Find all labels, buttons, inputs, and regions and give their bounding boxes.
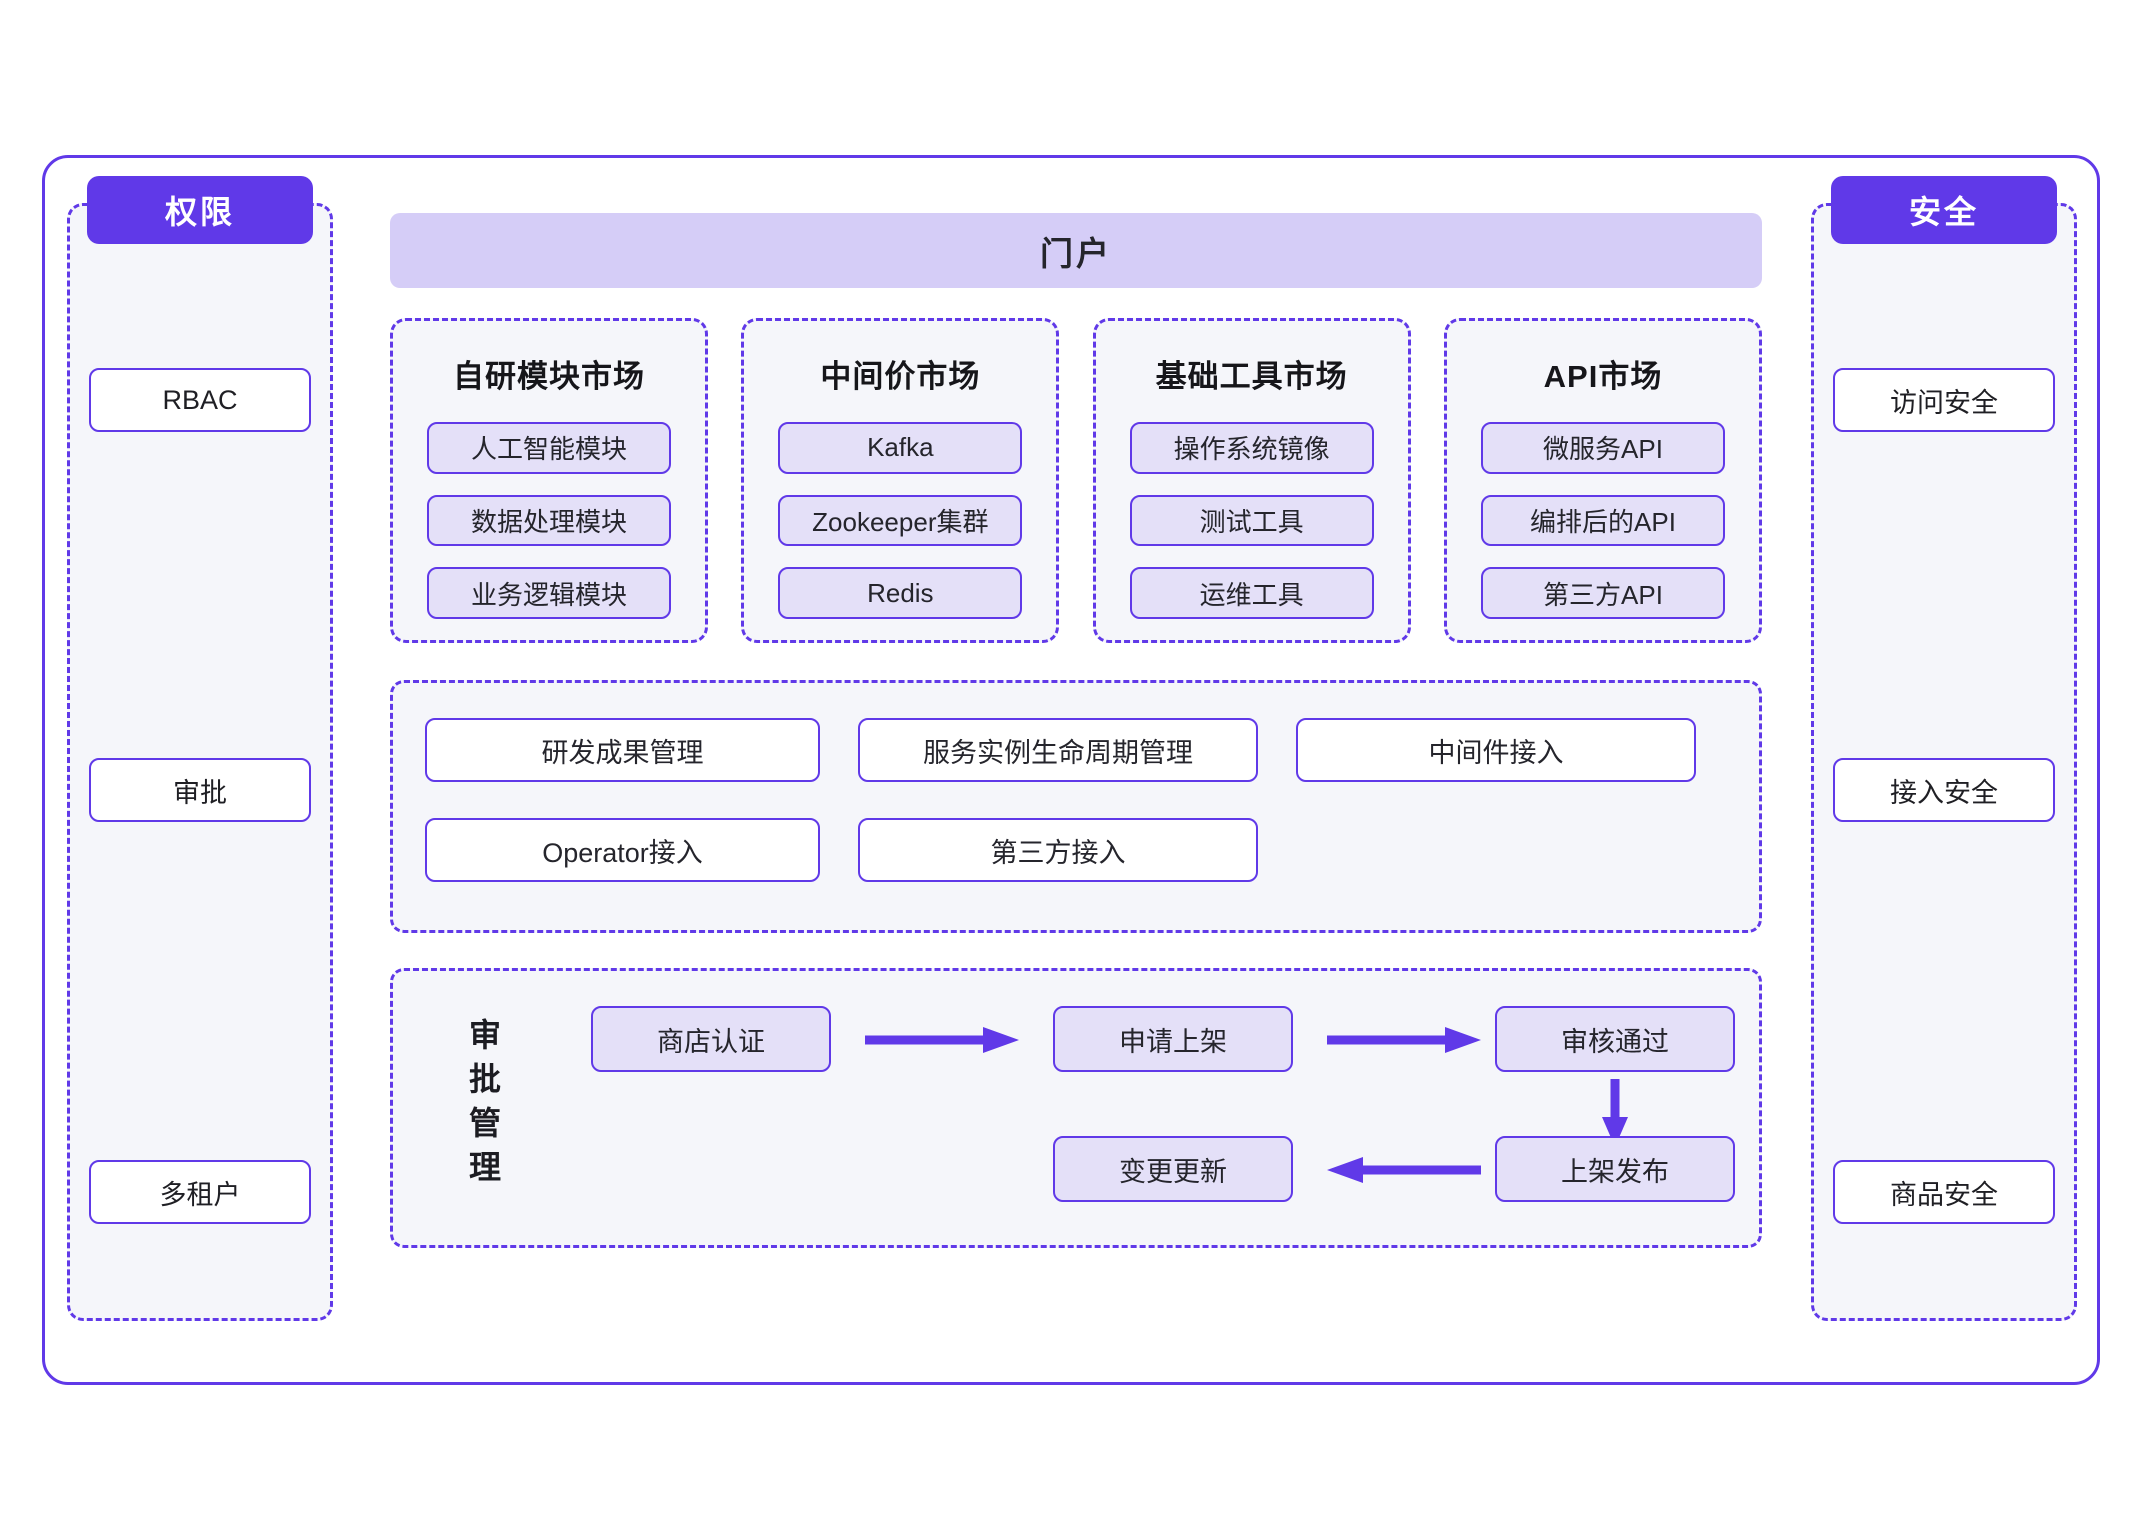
capability-box[interactable]: 研发成果管理 xyxy=(425,718,820,782)
workflow-step-apply-listing[interactable]: 申请上架 xyxy=(1053,1006,1293,1072)
capabilities-section: 研发成果管理 服务实例生命周期管理 中间件接入 Operator接入 第三方接入 xyxy=(390,680,1762,933)
sidebar-item-rbac[interactable]: RBAC xyxy=(89,368,311,432)
market-chip[interactable]: 第三方API xyxy=(1480,567,1725,620)
sidebar-item-product-security[interactable]: 商品安全 xyxy=(1833,1160,2055,1224)
market-chip[interactable]: Redis xyxy=(778,567,1023,620)
sidebar-item-connection-security[interactable]: 接入安全 xyxy=(1833,758,2055,822)
workflow-step-publish-listing[interactable]: 上架发布 xyxy=(1495,1136,1735,1202)
capability-box[interactable]: 服务实例生命周期管理 xyxy=(858,718,1258,782)
market-column-middleware: 中间价市场 Kafka Zookeeper集群 Redis xyxy=(741,318,1060,643)
approval-label-char: 理 xyxy=(468,1149,501,1185)
market-column-api: API市场 微服务API 编排后的API 第三方API xyxy=(1443,318,1762,643)
market-chip[interactable]: 微服务API xyxy=(1480,422,1725,474)
market-chip[interactable]: 操作系统镜像 xyxy=(1129,422,1374,474)
market-chip[interactable]: 业务逻辑模块 xyxy=(427,567,671,620)
sidebar-item-approval[interactable]: 审批 xyxy=(89,758,311,822)
architecture-diagram-frame: 权限 RBAC 审批 多租户 安全 访问安全 接入安全 商品安全 门户 自研模块… xyxy=(42,155,2100,1385)
workflow-arrow-right-1 xyxy=(865,1027,1019,1053)
market-chip[interactable]: Zookeeper集群 xyxy=(778,494,1023,547)
market-chip[interactable]: 数据处理模块 xyxy=(427,494,671,547)
approval-label-char: 批 xyxy=(468,1061,501,1097)
market-title: 基础工具市场 xyxy=(1155,359,1348,394)
approval-label-char: 审 xyxy=(468,1017,501,1053)
market-chip[interactable]: 编排后的API xyxy=(1480,494,1725,547)
workflow-arrow-down xyxy=(1602,1079,1628,1147)
market-chip[interactable]: 运维工具 xyxy=(1129,567,1374,620)
sidebar-item-multitenant[interactable]: 多租户 xyxy=(89,1160,311,1224)
capability-box[interactable]: 第三方接入 xyxy=(858,818,1258,882)
capabilities-row-1: 研发成果管理 服务实例生命周期管理 中间件接入 xyxy=(425,718,1759,782)
market-title: 中间价市场 xyxy=(820,359,981,394)
market-column-self-developed: 自研模块市场 人工智能模块 数据处理模块 业务逻辑模块 xyxy=(390,318,708,643)
market-chip[interactable]: 测试工具 xyxy=(1129,494,1374,547)
market-column-base-tools: 基础工具市场 操作系统镜像 测试工具 运维工具 xyxy=(1092,318,1411,643)
capability-box[interactable]: Operator接入 xyxy=(425,818,820,882)
right-panel-header-badge: 安全 xyxy=(1831,176,2057,244)
sidebar-item-access-security[interactable]: 访问安全 xyxy=(1833,368,2055,432)
workflow-step-change-update[interactable]: 变更更新 xyxy=(1053,1136,1293,1202)
capability-box[interactable]: 中间件接入 xyxy=(1296,718,1696,782)
market-chip[interactable]: Kafka xyxy=(778,422,1023,474)
market-chip[interactable]: 人工智能模块 xyxy=(427,422,671,474)
workflow-arrow-left xyxy=(1327,1157,1481,1183)
workflow-arrow-right-2 xyxy=(1327,1027,1481,1053)
approval-section-label: 审 批 管 理 xyxy=(465,1013,505,1189)
approval-label-char: 管 xyxy=(468,1105,501,1141)
workflow-step-store-certification[interactable]: 商店认证 xyxy=(591,1006,831,1072)
workflow-step-review-passed[interactable]: 审核通过 xyxy=(1495,1006,1735,1072)
market-title: API市场 xyxy=(1543,359,1663,394)
approval-workflow-section: 审 批 管 理 商店认证 申请上架 审核通过 上架发布 变更更新 xyxy=(390,968,1762,1248)
left-panel-header-badge: 权限 xyxy=(87,176,313,244)
portal-banner: 门户 xyxy=(390,213,1762,288)
market-columns-group: 自研模块市场 人工智能模块 数据处理模块 业务逻辑模块 中间价市场 Kafka … xyxy=(390,318,1762,643)
capabilities-row-2: Operator接入 第三方接入 xyxy=(425,818,1759,882)
market-title: 自研模块市场 xyxy=(453,359,645,394)
